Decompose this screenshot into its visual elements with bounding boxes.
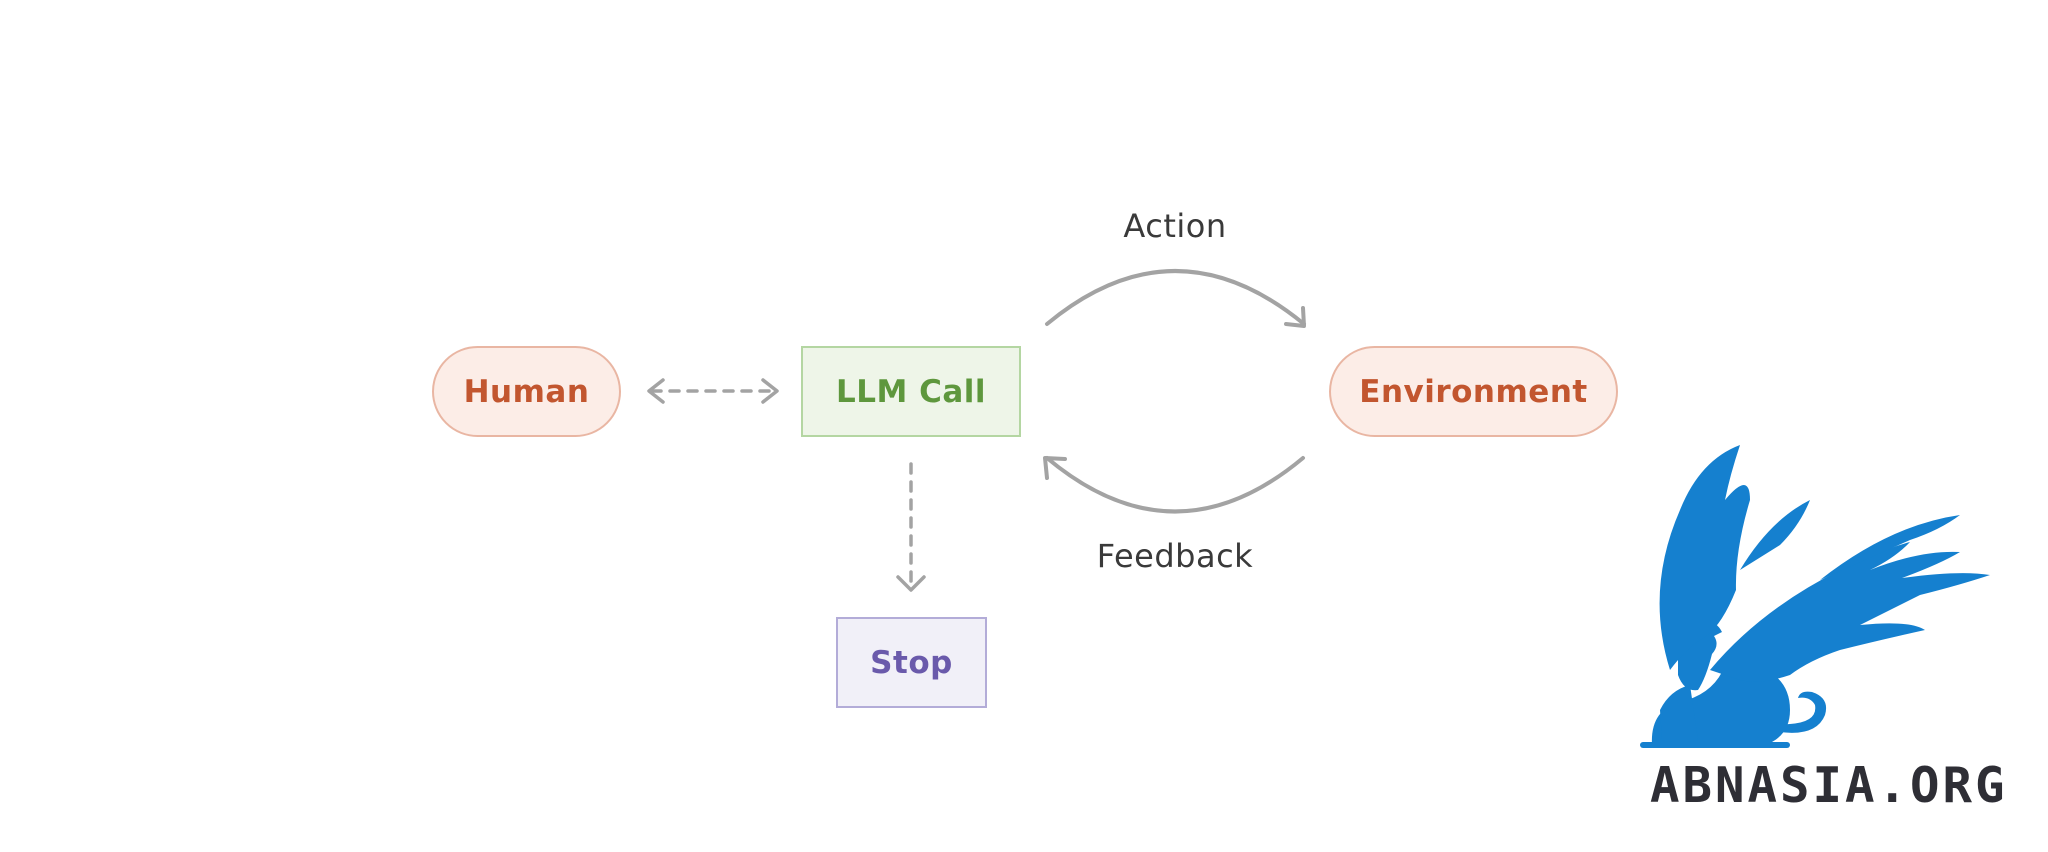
llm-stop-arrow (896, 462, 926, 592)
action-arrow (1045, 269, 1306, 328)
watermark-text: ABNASIA.ORG (1650, 757, 2008, 814)
action-edge-label: Action (1123, 207, 1227, 245)
stop-node: Stop (836, 617, 987, 708)
llm-call-label: LLM Call (835, 373, 987, 410)
stop-label: Stop (870, 644, 953, 681)
feedback-arrow (1043, 456, 1305, 514)
human-label: Human (463, 373, 590, 410)
griffin-icon (1640, 445, 1990, 748)
environment-node: Environment (1329, 346, 1618, 437)
human-node: Human (432, 346, 621, 437)
feedback-edge-label: Feedback (1096, 537, 1254, 575)
environment-label: Environment (1359, 373, 1588, 410)
llm-call-node: LLM Call (801, 346, 1021, 437)
human-llm-arrow (647, 378, 779, 404)
